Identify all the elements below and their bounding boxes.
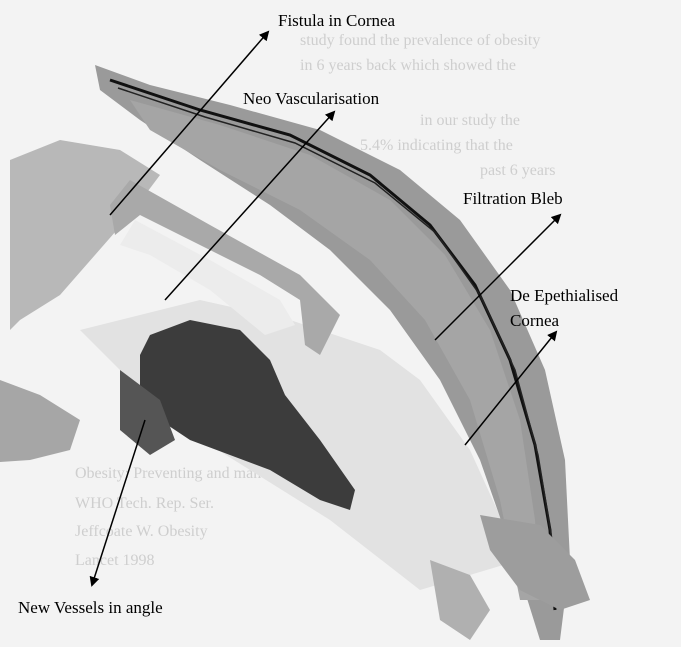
background-text-line: 5.4% indicating that the	[360, 137, 513, 154]
background-text-line: study found the prevalence of obesity	[300, 32, 540, 49]
background-text-line: Lancet 1998	[75, 552, 155, 569]
background-text-line: in 6 years back which showed the	[300, 57, 516, 74]
background-text-line: past 6 years	[480, 162, 556, 179]
filtration-bleb-label: Filtration Bleb	[463, 189, 563, 208]
background-text-line: WHO Tech. Rep. Ser.	[75, 495, 214, 512]
bleb-fragment	[430, 560, 490, 640]
background-text-line: in our study the	[420, 112, 520, 129]
de-epithelialised-label: De Epethialised	[510, 286, 619, 305]
cornea-label: Cornea	[510, 311, 560, 330]
lower-lid-region	[0, 380, 80, 462]
fistula-label: Fistula in Cornea	[278, 11, 396, 30]
neo-vascularisation-label: Neo Vascularisation	[243, 89, 380, 108]
new-vessels-label: New Vessels in angle	[18, 598, 163, 617]
background-text-line: Jeffcoate W. Obesity	[75, 523, 208, 540]
